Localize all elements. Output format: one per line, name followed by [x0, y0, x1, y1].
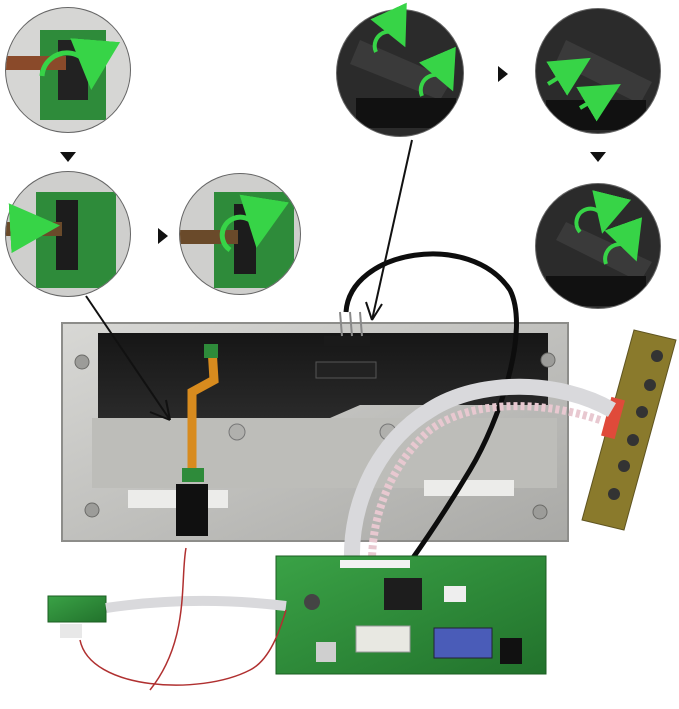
- detail-circle-6: [536, 184, 666, 314]
- insert-arrow-icon: [14, 226, 50, 228]
- step-arrow-right-icon: [158, 228, 168, 244]
- key-board: [582, 330, 676, 530]
- step-arrow-down-icon: [60, 152, 76, 162]
- detail-circle-3: [170, 170, 310, 300]
- step-arrow-down-icon: [590, 152, 606, 162]
- detail-circle-1: [0, 0, 140, 140]
- detail-circle-2: [0, 170, 140, 310]
- step-arrow-right-icon: [498, 66, 508, 82]
- step-arrows: [60, 66, 606, 244]
- detail-circle-5: [536, 8, 666, 138]
- detail-circle-4: [336, 8, 466, 138]
- driver-board: [276, 556, 546, 674]
- small-board: [48, 548, 286, 690]
- lvds-connector: [316, 312, 376, 378]
